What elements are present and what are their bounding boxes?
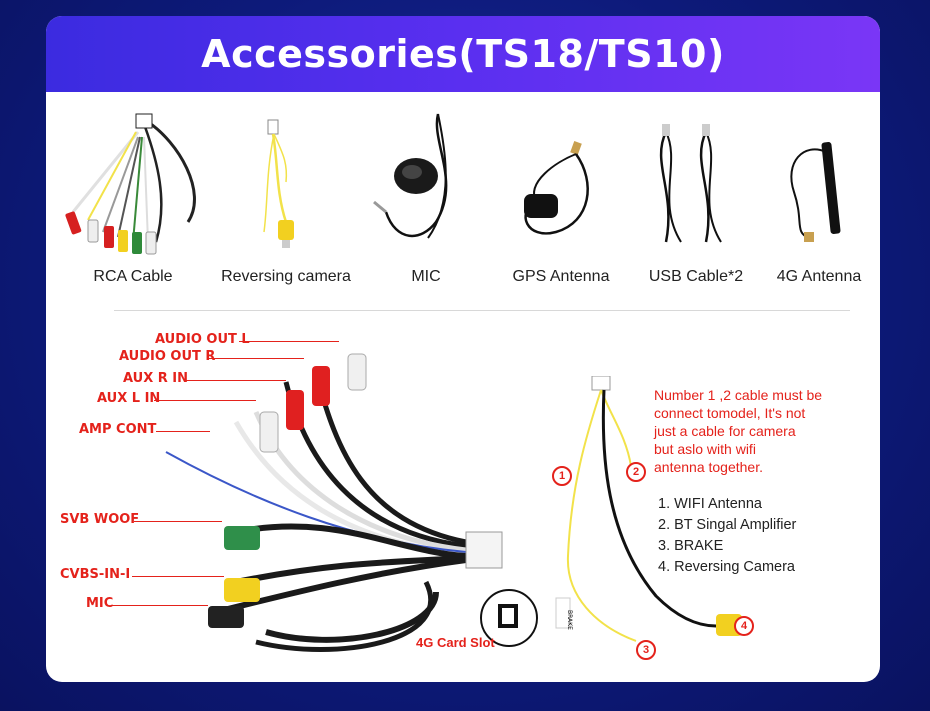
- gps-antenna-icon: [524, 140, 589, 235]
- wiring-harness-diagram: [165, 353, 538, 652]
- accessory-mic: MIC: [366, 102, 486, 302]
- brake-tag: BRAKE: [566, 610, 573, 630]
- callout-line: [186, 380, 286, 381]
- page-title: Accessories(TS18/TS10): [201, 32, 725, 76]
- rca-cable-icon: [65, 113, 196, 255]
- callout-svb-woof: SVB WOOF: [60, 512, 140, 527]
- badge-3: 3: [636, 640, 656, 660]
- callout-mic: MIC: [86, 596, 114, 611]
- note-line: Number 1 ,2 cable must be: [654, 387, 823, 403]
- accessory-usb: USB Cable*2: [636, 102, 756, 302]
- accessory-label: RCA Cable: [93, 268, 173, 285]
- badge-1: 1: [552, 466, 572, 486]
- badge-4: 4: [734, 616, 754, 636]
- callout-line: [239, 341, 339, 342]
- reversing-camera-cable-icon: [263, 119, 294, 248]
- accessory-reversing-camera: Reversing camera: [216, 102, 356, 302]
- accessory-rca-cable: RCA Cable: [58, 102, 208, 302]
- note-line: but aslo with wifi: [654, 441, 756, 457]
- accessories-card: Accessories(TS18/TS10) R: [46, 16, 880, 682]
- list-item: 4. Reversing Camera: [658, 559, 795, 575]
- callout-audio-out-l: AUDIO OUT L: [155, 332, 250, 347]
- callout-line: [208, 358, 304, 359]
- accessory-4g: 4G Antenna: [764, 102, 874, 302]
- callout-line: [154, 400, 256, 401]
- accessory-gps: GPS Antenna: [496, 102, 626, 302]
- callout-4g-card-slot: 4G Card Slot: [416, 635, 495, 650]
- callout-line: [134, 521, 222, 522]
- header-banner: Accessories(TS18/TS10): [46, 16, 880, 92]
- callout-audio-out-r: AUDIO OUT R: [119, 349, 216, 364]
- usb-cable-icon: [659, 124, 722, 243]
- callout-amp-cont: AMP CONT: [79, 422, 157, 437]
- camera-cable-note: Number 1 ,2 cable must be connect tomode…: [654, 386, 864, 476]
- note-line: antenna together.: [654, 459, 763, 475]
- callout-line: [112, 605, 208, 606]
- accessory-label: 4G Antenna: [776, 268, 862, 285]
- camera-cable-list: 1. WIFI Antenna 2. BT Singal Amplifier 3…: [658, 494, 796, 578]
- list-item: 3. BRAKE: [658, 538, 724, 554]
- accessory-label: GPS Antenna: [512, 268, 610, 285]
- badge-2: 2: [626, 462, 646, 482]
- accessory-label: MIC: [411, 268, 441, 285]
- callout-cvbs-in: CVBS-IN-I: [60, 567, 131, 582]
- 4g-antenna-icon: [790, 142, 841, 242]
- list-item: 1. WIFI Antenna: [658, 496, 762, 512]
- callout-aux-r-in: AUX R IN: [123, 371, 189, 386]
- accessories-row: RCA Cable Reversing camera MI: [46, 102, 880, 302]
- accessory-label: USB Cable*2: [648, 268, 744, 285]
- note-line: connect tomodel, It's not: [654, 405, 806, 421]
- accessory-label: Reversing camera: [221, 268, 351, 285]
- section-divider: [114, 310, 850, 311]
- list-item: 2. BT Singal Amplifier: [658, 517, 797, 533]
- callout-aux-l-in: AUX L IN: [97, 391, 161, 406]
- callout-line: [132, 576, 224, 577]
- note-line: just a cable for camera: [654, 423, 796, 439]
- callout-line: [156, 431, 210, 432]
- microphone-icon: [373, 113, 448, 239]
